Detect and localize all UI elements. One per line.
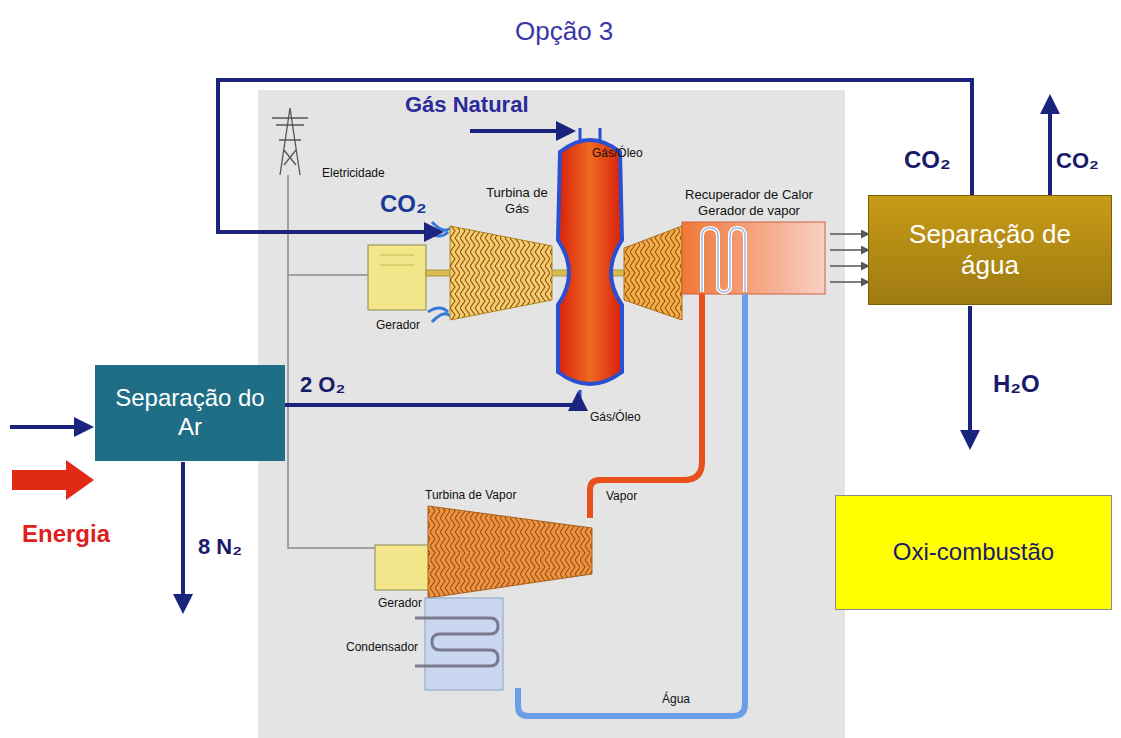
connector-line (830, 249, 868, 251)
edge-label: 2 O₂ (300, 372, 345, 398)
energy-arrow (12, 460, 94, 500)
fuel-inlet-label: Gás/Óleo (590, 410, 641, 424)
stream-label: CO₂ (1056, 148, 1099, 174)
energy-label: Energia (22, 520, 110, 548)
water-separation-box: Separação de água (868, 195, 1112, 305)
connector-line (830, 265, 868, 267)
gas-turbine-unit: Turbina de Gás (440, 130, 665, 395)
compressor (428, 222, 552, 322)
condenser-label: Condensador (346, 640, 418, 654)
steam-turbine-label: Turbina de Vapor (425, 488, 516, 502)
water-pipe (518, 294, 745, 716)
generator-label: Gerador (376, 318, 420, 332)
diagram-title: Opção 3 (515, 16, 613, 47)
steam-label: Vapor (606, 489, 637, 503)
flow-connector (218, 80, 972, 232)
condenser (415, 598, 503, 690)
steam-pipe (590, 294, 702, 518)
fuel-inlet-label: Gás/Óleo (592, 146, 643, 160)
connector-line (830, 281, 868, 283)
gas-turbine (624, 226, 682, 320)
edge-label: CO₂ (380, 190, 427, 218)
node-text: Turbina de Gás (478, 185, 556, 216)
node-text: Oxi-combustão (893, 538, 1054, 567)
heat-recovery-unit: Recuperador de Calor Gerador de vapor (668, 185, 830, 295)
air-separation-box: Separação do Ar (95, 365, 285, 461)
heat-recovery-boiler (682, 222, 825, 294)
node-text: Recuperador de Calor Gerador de vapor (670, 187, 828, 218)
fuel-label: Gás Natural (405, 92, 529, 118)
connector-line (830, 233, 868, 235)
stream-label: H₂O (993, 370, 1040, 398)
connector-line (218, 80, 972, 232)
power-label: Eletricidade (322, 166, 385, 180)
stream-label: CO₂ (904, 146, 951, 174)
combustion-chamber (558, 128, 622, 398)
oxy-combustion-box: Oxi-combustão (835, 495, 1112, 610)
generator-label: Gerador (378, 596, 422, 610)
stream-label: 8 N₂ (198, 534, 242, 560)
background-panel (258, 90, 845, 738)
water-label: Água (662, 692, 690, 706)
electricity-tower (272, 108, 308, 175)
flow-connector (830, 234, 868, 282)
node-text: Separação de água (877, 219, 1103, 281)
steam-turbine (375, 506, 592, 598)
node-text: Separação do Ar (103, 384, 277, 442)
